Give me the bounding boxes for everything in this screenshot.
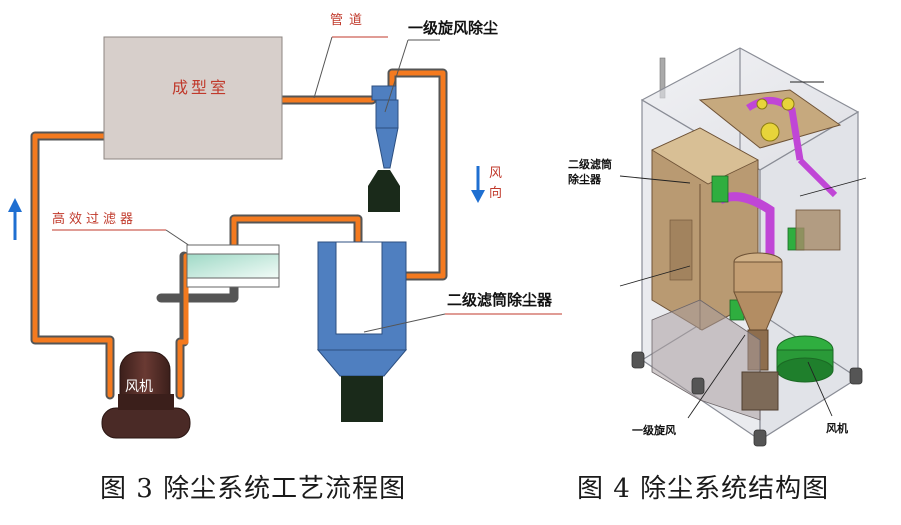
cartridge-leader-diag [363, 313, 446, 333]
figure-3-caption: 图 3 除尘系统工艺流程图 [100, 474, 407, 504]
wind-dir-char-1: 风 [489, 166, 502, 181]
struct-cartridge-line1: 二级滤筒 [568, 157, 612, 171]
hepa-filter [186, 244, 280, 288]
fan-label: 风机 [125, 379, 153, 395]
pipe-label: 管道 [330, 13, 368, 28]
cyclone-leader-diag [384, 39, 409, 113]
structure-diagram: 二级滤筒 除尘器 一级旋风 风机 [568, 47, 867, 447]
struct-cyclone-label: 一级旋风 [632, 423, 676, 437]
return-flow-arrow [8, 198, 22, 240]
cyclone-separator [368, 85, 400, 212]
flow-diagram: 成型室 管道 一级旋风除尘 风 向 高效过滤器 [8, 13, 562, 439]
struct-cartridge-line2: 除尘器 [568, 172, 602, 186]
internal-equipment [651, 89, 842, 421]
struct-fan-label: 风机 [826, 421, 848, 435]
casters [631, 351, 863, 447]
structure-leaders [619, 81, 867, 419]
fan-unit [101, 351, 191, 439]
pipe-network [30, 68, 448, 400]
cartridge-label: 二级滤筒除尘器 [447, 291, 553, 309]
struct-cartridge-label: 二级滤筒 除尘器 [568, 157, 616, 186]
cartridge-collector [316, 241, 408, 422]
pipe-leader-diag [313, 36, 333, 99]
forming-room-label: 成型室 [172, 78, 229, 97]
cyclone-label: 一级旋风除尘 [408, 19, 498, 37]
wind-dir-char-2: 向 [489, 185, 502, 201]
forming-room [103, 36, 283, 160]
figure-4-caption: 图 4 除尘系统结构图 [577, 474, 830, 504]
wind-direction-arrow [471, 166, 485, 203]
hepa-label: 高效过滤器 [52, 211, 137, 227]
